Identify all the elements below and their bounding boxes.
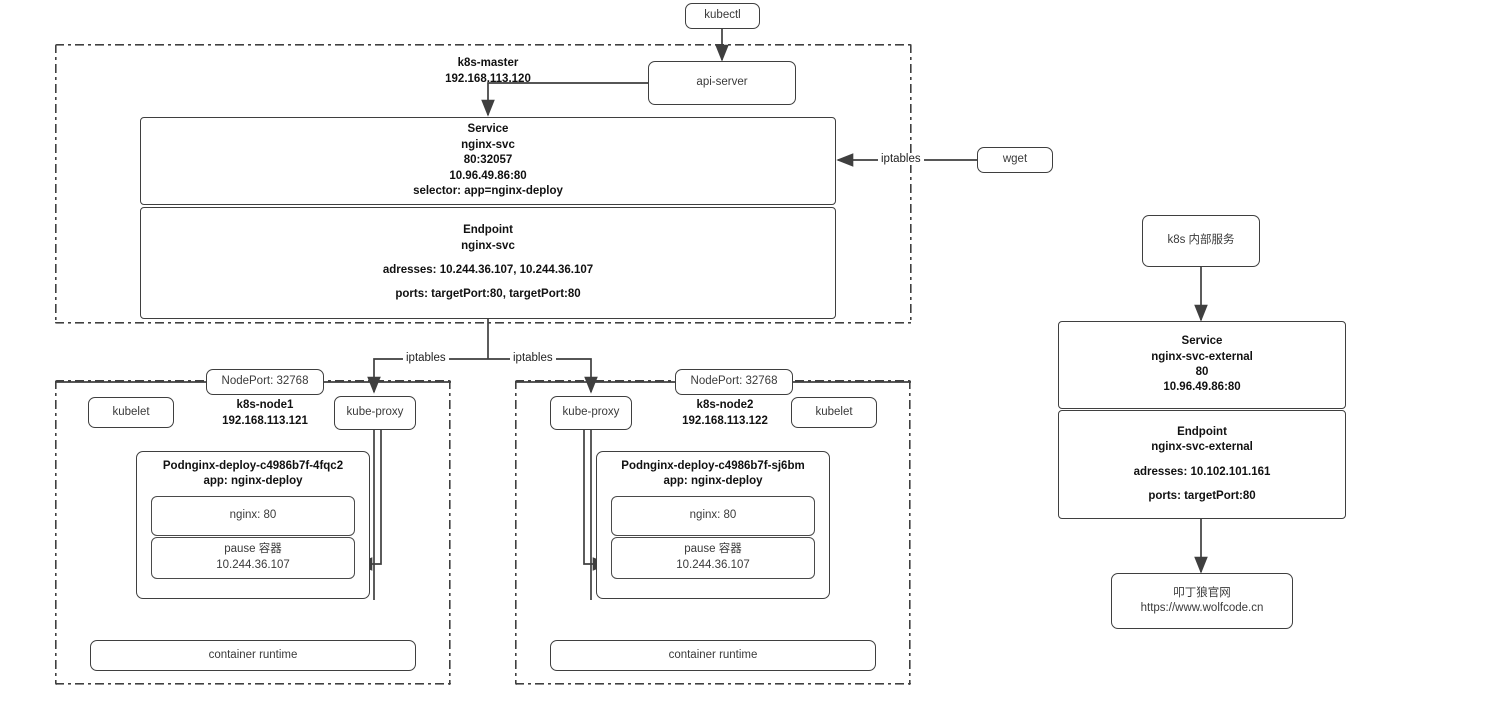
endpoint-ports: ports: targetPort:80, targetPort:80 [395,288,581,301]
container-runtime-node1-box[interactable]: container runtime [90,640,416,671]
edge-label-iptables-node1: iptables [403,352,449,364]
endpoint-addresses: adresses: 10.244.36.107, 10.244.36.107 [382,264,594,276]
container-nginx-node1-label: nginx: 80 [229,509,277,522]
container-runtime-node2-box[interactable]: container runtime [550,640,876,671]
wolfcode-site-box[interactable]: 叩丁狼官网 https://www.wolfcode.cn [1111,573,1293,629]
k8s-master-title: k8s-master 192.168.113.120 [398,56,578,87]
kubelet-node2-label: kubelet [815,405,853,418]
container-pause-node2-label: pause 容器 [684,543,742,556]
wget-label: wget [1002,153,1028,166]
edge-label-iptables-wget: iptables [878,153,924,165]
api-server-box[interactable]: api-server [648,61,796,105]
endpoint-name: nginx-svc [461,239,515,252]
service-external-port: 80 [1195,366,1209,378]
nodeport-node2-box[interactable]: NodePort: 32768 [675,369,793,395]
nodeport-node1-box[interactable]: NodePort: 32768 [206,369,324,395]
service-external-cluster-ip: 10.96.49.86:80 [1163,381,1241,394]
service-nginx-svc-box[interactable]: Service nginx-svc 80:32057 10.96.49.86:8… [140,117,836,205]
k8s-node2-ip: 192.168.113.122 [682,414,768,427]
container-nginx-node2-label: nginx: 80 [689,509,737,522]
service-selector: selector: app=nginx-deploy [413,185,563,198]
container-pause-node2-ip: 10.244.36.107 [676,558,750,571]
kubelet-node1-label: kubelet [112,405,150,418]
k8s-node1-title: k8s-node1 192.168.113.121 [178,398,352,429]
api-server-label: api-server [696,76,748,89]
k8s-master-ip: 192.168.113.120 [445,72,531,85]
k8s-master-name: k8s-master [457,57,519,69]
endpoint-external-addresses: adresses: 10.102.101.161 [1133,465,1271,478]
k8s-internal-service-label: k8s 内部服务 [1167,234,1235,247]
wolfcode-site-name: 叩丁狼官网 [1173,586,1231,599]
container-pause-node2[interactable]: pause 容器 10.244.36.107 [610,536,816,579]
endpoint-external-name: nginx-svc-external [1151,441,1253,454]
container-pause-node1[interactable]: pause 容器 10.244.36.107 [150,536,356,579]
kube-proxy-node2-box[interactable]: kube-proxy [550,396,632,430]
container-runtime-node2-label: container runtime [668,648,758,661]
nodeport-node1-label: NodePort: 32768 [221,375,309,388]
container-nginx-node2[interactable]: nginx: 80 [610,495,816,536]
endpoint-kind: Endpoint [463,224,513,237]
container-pause-node1-label: pause 容器 [224,543,282,556]
k8s-node2-title: k8s-node2 192.168.113.122 [638,398,812,429]
service-external-kind: Service [1181,335,1223,348]
k8s-node1-name: k8s-node1 [236,399,294,411]
wget-box[interactable]: wget [977,147,1053,173]
pod-node1-app: app: nginx-deploy [203,475,303,488]
edge-label-iptables-node2: iptables [510,352,556,364]
pod-node1-containers: nginx: 80 pause 容器 10.244.36.107 [150,495,356,579]
pod-node2-app: app: nginx-deploy [663,475,763,488]
endpoint-external-kind: Endpoint [1177,425,1227,438]
container-runtime-node1-label: container runtime [208,648,298,661]
kube-proxy-node1-box[interactable]: kube-proxy [334,396,416,430]
service-external-name: nginx-svc-external [1151,350,1253,363]
container-nginx-node1[interactable]: nginx: 80 [150,495,356,536]
endpoint-nginx-svc-box[interactable]: Endpoint nginx-svc adresses: 10.244.36.1… [140,207,836,319]
container-pause-node1-ip: 10.244.36.107 [216,558,290,571]
kubectl-label: kubectl [704,9,741,22]
k8s-node2-name: k8s-node2 [696,399,754,411]
service-port-mapping: 80:32057 [463,154,513,167]
pod-node1-box[interactable]: Podnginx-deploy-c4986b7f-4fqc2 app: ngin… [136,451,370,599]
kubelet-node2-box[interactable]: kubelet [791,397,877,428]
endpoint-nginx-svc-external-box[interactable]: Endpoint nginx-svc-external adresses: 10… [1058,410,1346,519]
kube-proxy-node2-label: kube-proxy [562,406,620,419]
pod-node2-box[interactable]: Podnginx-deploy-c4986b7f-sj6bm app: ngin… [596,451,830,599]
endpoint-external-ports: ports: targetPort:80 [1148,489,1256,502]
kubectl-box[interactable]: kubectl [685,3,760,29]
k8s-node1-ip: 192.168.113.121 [222,414,308,427]
kubelet-node1-box[interactable]: kubelet [88,397,174,428]
pod-node2-name: Podnginx-deploy-c4986b7f-sj6bm [621,460,805,472]
wolfcode-site-url: https://www.wolfcode.cn [1140,602,1264,614]
nodeport-node2-label: NodePort: 32768 [690,375,778,388]
pod-node2-containers: nginx: 80 pause 容器 10.244.36.107 [610,495,816,579]
pod-node1-name: Podnginx-deploy-c4986b7f-4fqc2 [162,460,344,472]
service-kind: Service [467,123,509,136]
kube-proxy-node1-label: kube-proxy [346,406,404,419]
k8s-internal-service-box[interactable]: k8s 内部服务 [1142,215,1260,267]
service-cluster-ip: 10.96.49.86:80 [449,169,527,182]
service-nginx-svc-external-box[interactable]: Service nginx-svc-external 80 10.96.49.8… [1058,321,1346,409]
service-name: nginx-svc [461,138,515,151]
